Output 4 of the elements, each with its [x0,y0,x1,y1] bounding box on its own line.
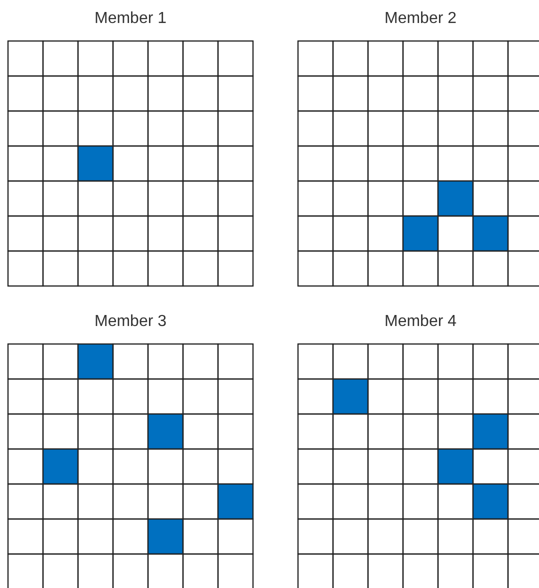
grid-title: Member 1 [94,9,167,29]
grid-title: Member 3 [94,312,167,332]
grid-title: Member 4 [384,312,457,332]
grid-title: Member 2 [384,9,457,29]
